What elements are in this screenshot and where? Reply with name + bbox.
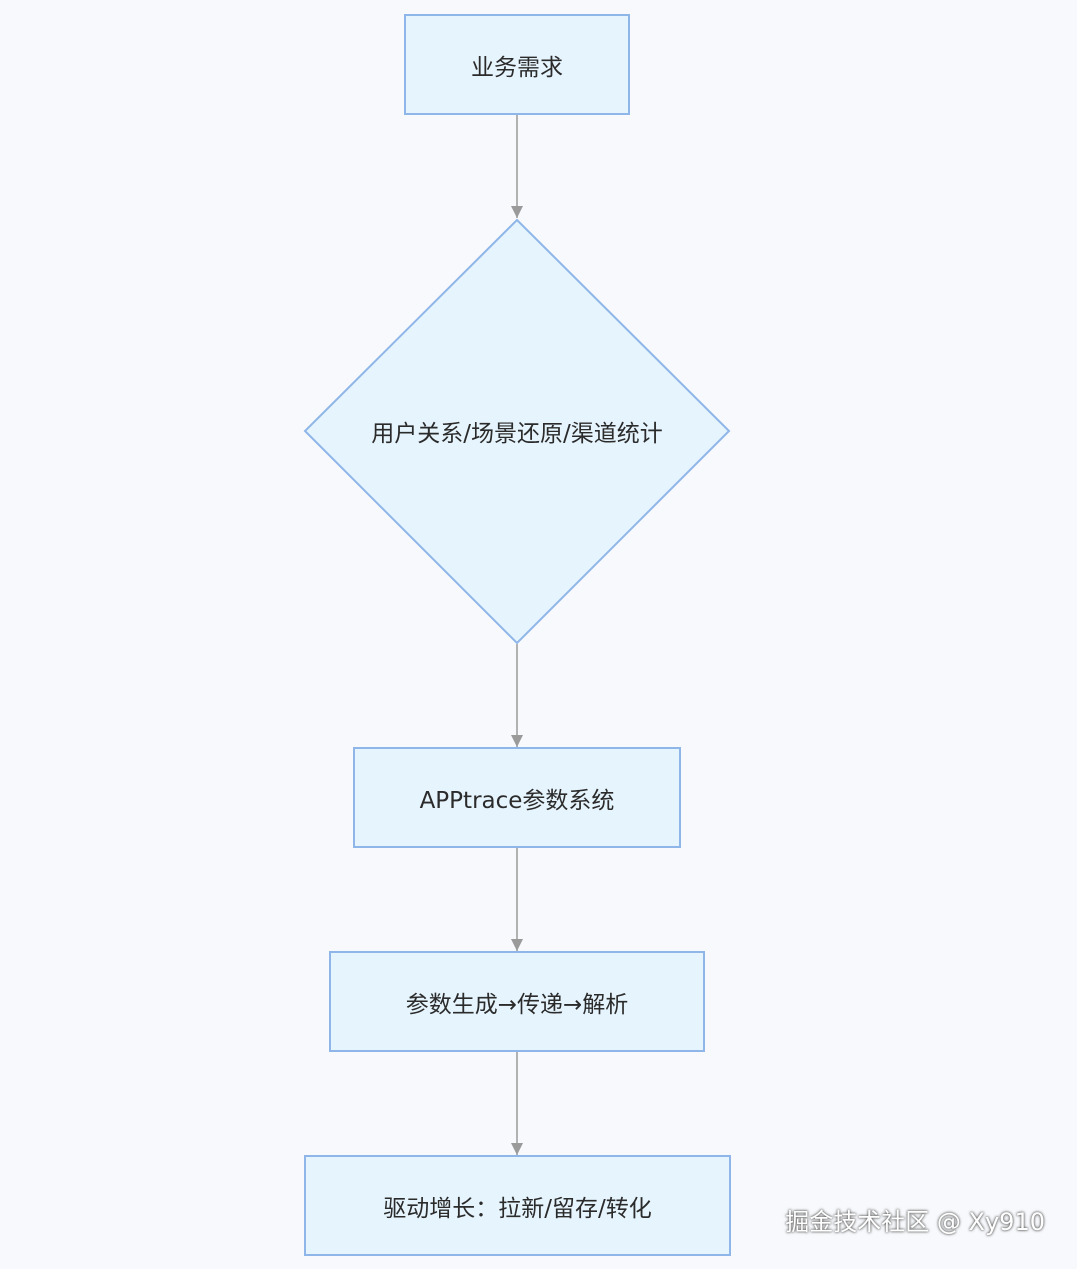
node-param-system-box <box>353 747 681 848</box>
watermark-text: 掘金技术社区 @ Xy910 <box>785 1208 1045 1236</box>
node-business-needs-box <box>404 14 630 115</box>
node-decision-diamond <box>303 218 731 645</box>
node-param-flow-box <box>329 951 705 1052</box>
node-growth-box <box>304 1155 731 1256</box>
